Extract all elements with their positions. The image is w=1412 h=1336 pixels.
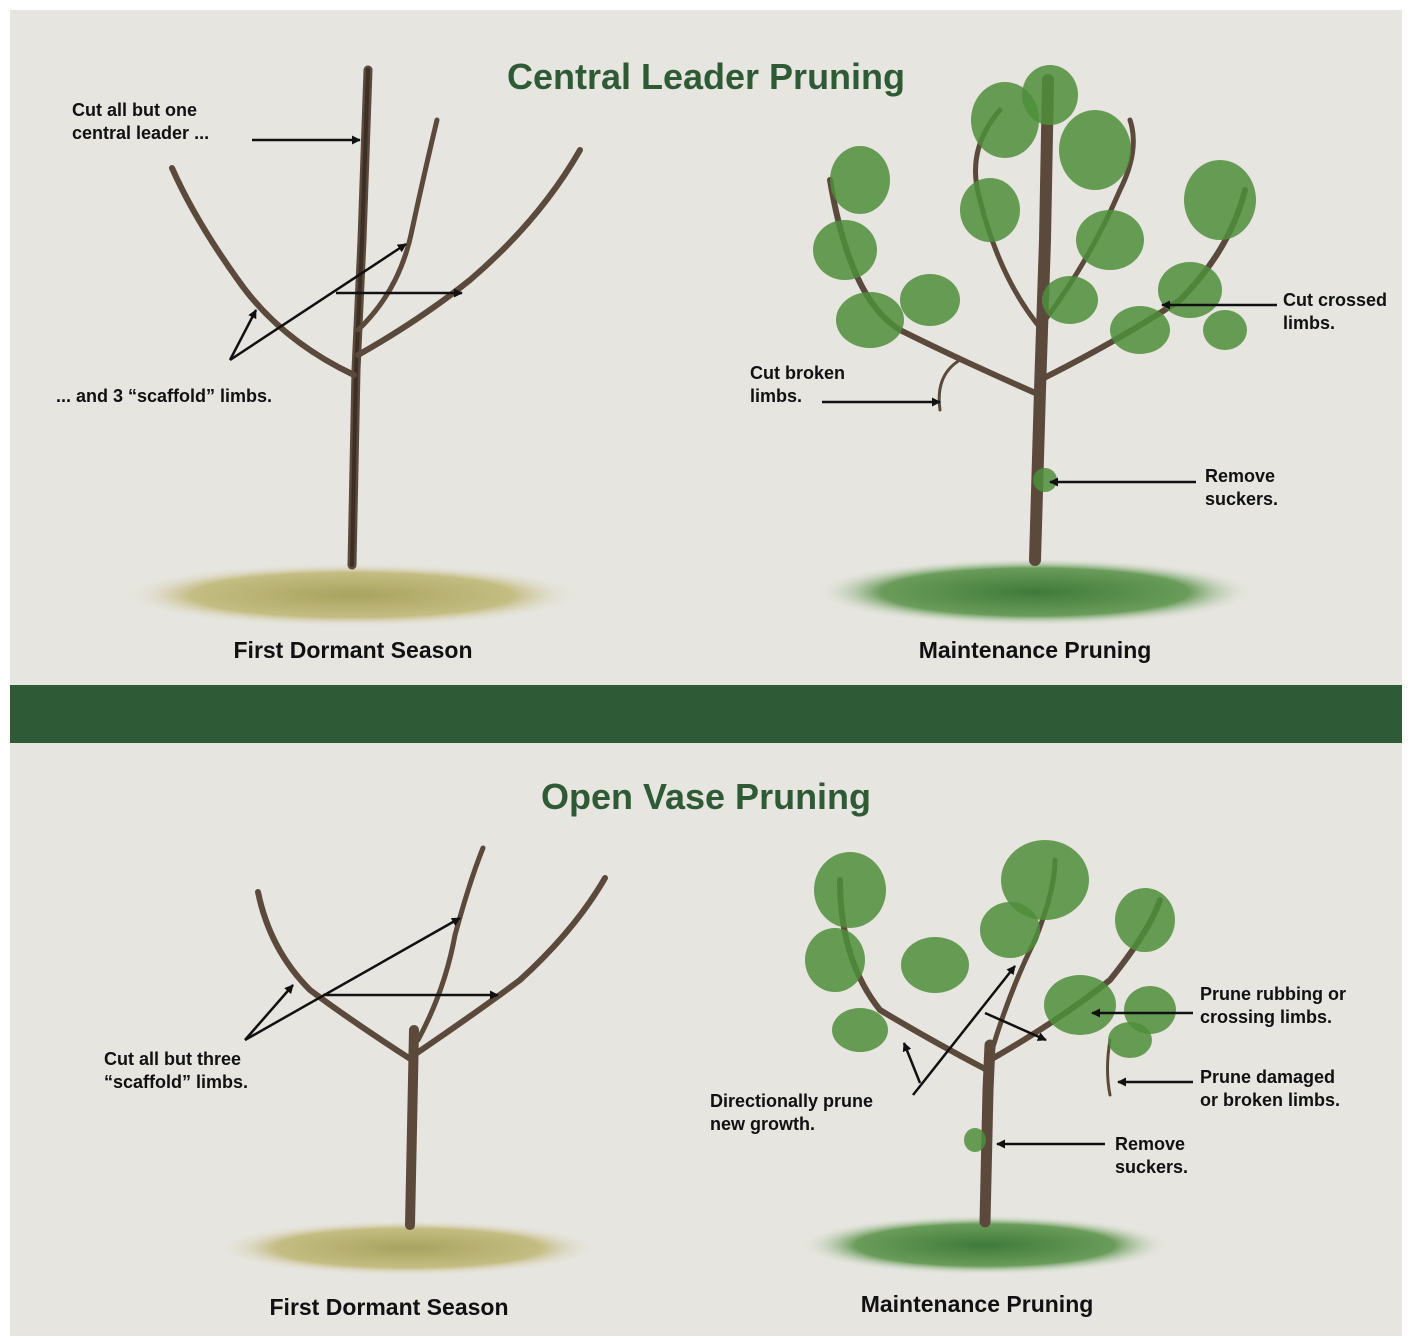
ground-patch [218, 1220, 598, 1276]
label-scaffold-limbs: ... and 3 “scaffold” limbs. [56, 386, 273, 406]
caption-vase-maintenance: Maintenance Pruning [860, 1291, 1094, 1317]
tree-icon [813, 65, 1256, 626]
caption-central-maintenance: Maintenance Pruning [918, 637, 1152, 663]
ground-patch [122, 563, 582, 627]
label-directional: Directionally prune new growth. [710, 1091, 874, 1134]
tree-icon [218, 845, 608, 1276]
leaf-icon [805, 840, 1176, 1152]
label-cut-crossed: Cut crossed limbs. [1283, 290, 1388, 333]
caption-vase-dormant: First Dormant Season [269, 1294, 509, 1320]
ground-patch [815, 558, 1255, 626]
section-title-central: Central Leader Pruning [506, 56, 906, 97]
arrow-icon [228, 135, 1277, 1149]
label-central-leader: Cut all but one central leader ... [72, 100, 210, 143]
section-title-vase: Open Vase Pruning [540, 776, 872, 817]
label-remove-suckers-bottom: Remove suckers. [1115, 1134, 1189, 1177]
tree-icon [800, 840, 1176, 1275]
label-cut-broken: Cut broken limbs. [750, 363, 846, 406]
ground-patch [800, 1215, 1170, 1275]
tree-icon [122, 65, 583, 627]
leaf-icon [813, 65, 1256, 492]
caption-central-dormant: First Dormant Season [233, 637, 473, 663]
label-remove-suckers-top: Remove suckers. [1205, 466, 1279, 509]
label-cut-all-but-three: Cut all but three “scaffold” limbs. [104, 1049, 249, 1092]
label-prune-damaged: Prune damaged or broken limbs. [1200, 1067, 1341, 1110]
divider-band [10, 685, 1402, 743]
label-prune-rubbing: Prune rubbing or crossing limbs. [1200, 984, 1346, 1027]
